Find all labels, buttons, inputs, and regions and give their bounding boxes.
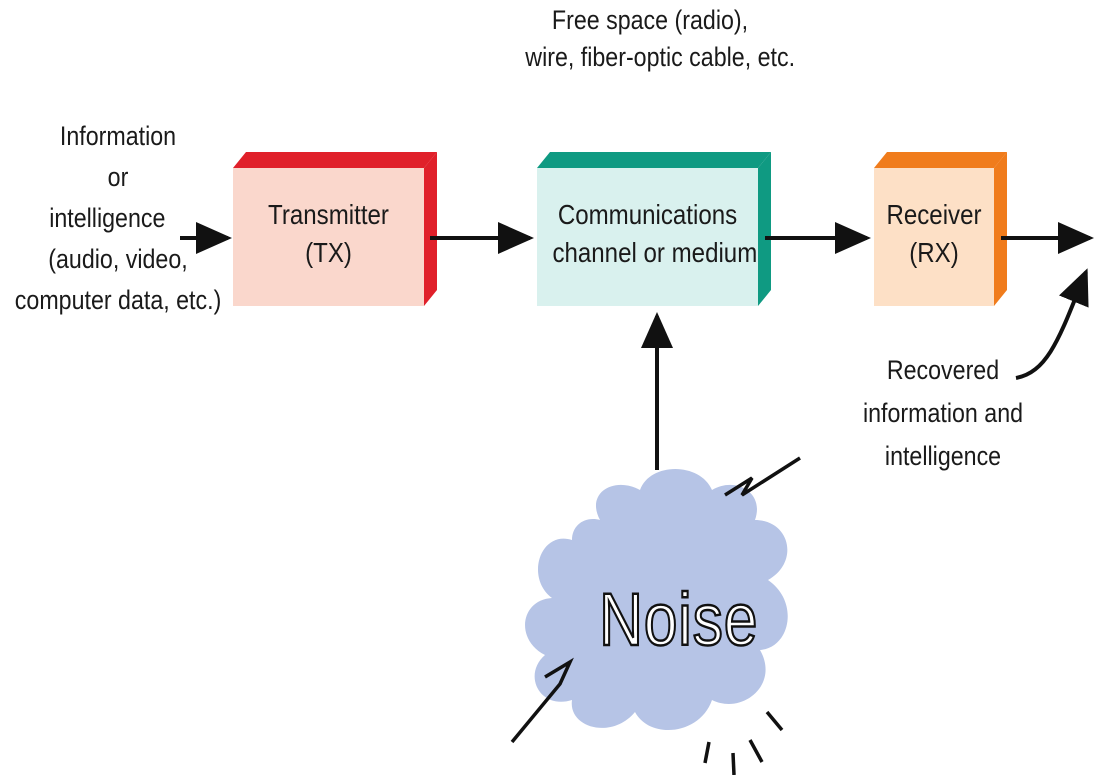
transmitter-block (233, 152, 437, 306)
receiver-face (874, 168, 994, 306)
medium-note-line1: Free space (radio), (551, 5, 749, 35)
noise-label: Noise (598, 578, 759, 661)
lightning-bolt-upper-right-icon (724, 456, 801, 497)
output-note: Recovered information and intelligence (853, 352, 1034, 475)
output-note-line3: intelligence (884, 441, 1002, 471)
input-note: Information or intelligence (audio, vide… (14, 118, 222, 319)
channel-label: Communications channel or medium (552, 196, 758, 272)
channel-face (537, 168, 758, 306)
output-note-line1: Recovered (886, 355, 1000, 385)
receiver-name: Receiver (886, 199, 982, 230)
input-note-line4: (audio, video, (48, 244, 188, 274)
input-note-line3: intelligence (49, 203, 166, 233)
transmitter-face (233, 168, 424, 306)
transmitter-name: Transmitter (268, 199, 389, 230)
channel-subname: channel or medium (552, 237, 758, 268)
spark-mark-icon (731, 752, 736, 775)
spark-mark-icon (765, 710, 784, 732)
channel-side-edge (758, 152, 771, 306)
channel-block (537, 152, 771, 306)
medium-note-line2: wire, fiber-optic cable, etc. (525, 42, 796, 72)
channel-top-edge (537, 152, 771, 168)
spark-mark-icon (703, 741, 711, 764)
channel-name: Communications (557, 199, 738, 230)
input-note-line2: or (107, 162, 129, 192)
noise-cloud-shape (525, 469, 788, 731)
medium-note: Free space (radio), wire, fiber-optic ca… (525, 2, 796, 76)
lightning-bolt-lower-left-icon (510, 657, 574, 744)
output-note-line2: information and (862, 398, 1024, 428)
receiver-side-edge (994, 152, 1007, 306)
input-note-line1: Information (59, 121, 177, 151)
transmitter-label: Transmitter (TX) (246, 196, 410, 272)
recovered-pointer-arrow (1015, 268, 1089, 380)
receiver-label: Receiver (RX) (882, 196, 985, 272)
transmitter-abbrev: (TX) (305, 237, 352, 268)
input-note-line5: computer data, etc.) (14, 285, 222, 315)
receiver-top-edge (874, 152, 1007, 168)
transmitter-side-edge (424, 152, 437, 306)
transmitter-top-edge (233, 152, 437, 168)
receiver-block (874, 152, 1007, 306)
spark-mark-icon (748, 739, 764, 763)
receiver-abbrev: (RX) (909, 237, 959, 268)
noise-cloud-icon (525, 469, 788, 731)
